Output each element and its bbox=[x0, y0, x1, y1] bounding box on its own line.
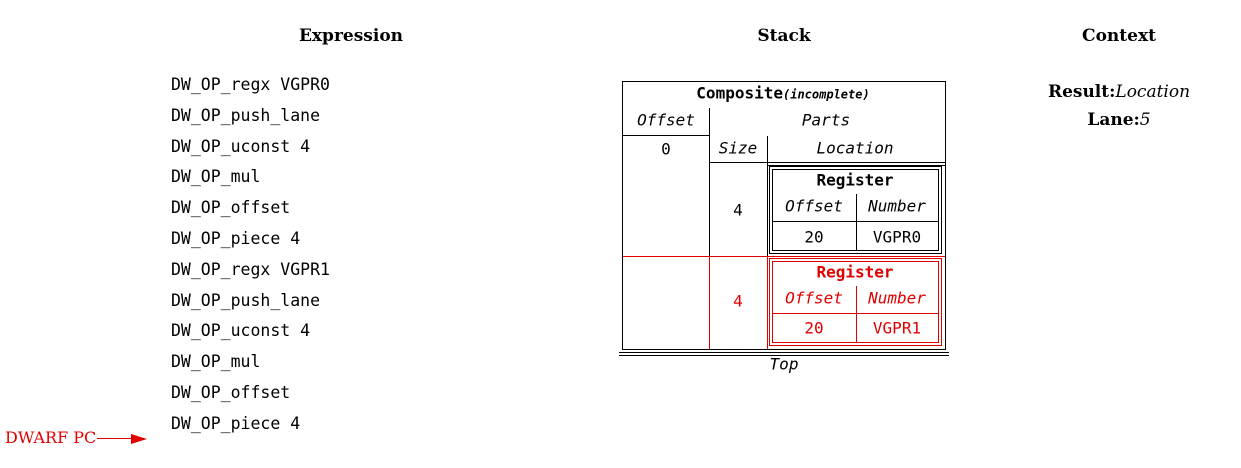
parts-header: Parts bbox=[801, 110, 851, 130]
expression-op: DW_OP_regx VGPR1 bbox=[171, 259, 330, 279]
dwarf-pc-pointer: DWARF PC bbox=[5, 428, 148, 447]
size-header: Size bbox=[718, 138, 758, 158]
register-divider bbox=[856, 194, 857, 251]
composite-title-text: Composite bbox=[696, 83, 783, 103]
register-offset-label: Offset bbox=[785, 196, 843, 216]
highlight-part-size: 4 bbox=[733, 291, 743, 311]
context-lane: Lane:5 bbox=[1000, 106, 1238, 134]
register-title: Register bbox=[816, 170, 894, 190]
highlight-size-divider bbox=[767, 256, 768, 349]
lane-value: 5 bbox=[1139, 110, 1151, 130]
expression-list: DW_OP_regx VGPR0 DW_OP_push_lane DW_OP_u… bbox=[171, 74, 330, 444]
lane-label: Lane: bbox=[1087, 110, 1140, 130]
expression-op: DW_OP_uconst 4 bbox=[171, 136, 311, 156]
result-label: Result: bbox=[1047, 82, 1116, 102]
expression-op: DW_OP_piece 4 bbox=[171, 228, 301, 248]
part-size: 4 bbox=[733, 200, 743, 220]
register-inner-box bbox=[772, 169, 939, 251]
highlight-register-inner-box bbox=[772, 261, 939, 343]
size-divider bbox=[767, 136, 768, 256]
offset-value: 0 bbox=[661, 139, 671, 159]
highlight-register-divider bbox=[856, 286, 857, 343]
stack-top-rule-2 bbox=[619, 355, 949, 356]
highlight-register-number-label: Number bbox=[868, 288, 926, 308]
composite-title: Composite(incomplete) bbox=[696, 84, 869, 103]
highlight-offset-divider bbox=[709, 256, 710, 349]
expression-heading: Expression bbox=[298, 26, 404, 46]
highlight-register-number-value: VGPR1 bbox=[872, 318, 922, 338]
result-value: Location bbox=[1115, 82, 1191, 102]
composite-box bbox=[622, 81, 946, 350]
expression-op: DW_OP_mul bbox=[171, 352, 261, 372]
highlight-register-offset-value: 20 bbox=[804, 318, 824, 338]
register-box bbox=[769, 166, 942, 254]
highlight-part-top-rule bbox=[623, 256, 945, 257]
context-heading: Context bbox=[1082, 26, 1156, 46]
stack-heading: Stack bbox=[757, 26, 811, 46]
highlight-register-title: Register bbox=[816, 262, 894, 282]
context-panel: Result:Location Lane:5 bbox=[1000, 78, 1238, 134]
location-header: Location bbox=[816, 138, 894, 158]
pc-arrow-line bbox=[97, 437, 132, 440]
register-number-label: Number bbox=[868, 196, 926, 216]
dwarf-pc-label: DWARF PC bbox=[5, 428, 97, 447]
offset-divider bbox=[709, 108, 710, 349]
composite-title-note: (incomplete) bbox=[783, 87, 870, 102]
expression-op: DW_OP_offset bbox=[171, 382, 291, 402]
offset-header-rule bbox=[623, 135, 709, 136]
stack-top-label: Top bbox=[769, 354, 799, 374]
pc-arrow-head-icon bbox=[131, 433, 148, 444]
expression-op: DW_OP_mul bbox=[171, 167, 261, 187]
expression-op: DW_OP_piece 4 bbox=[171, 413, 301, 433]
register-number-value: VGPR0 bbox=[872, 227, 922, 247]
expression-op: DW_OP_offset bbox=[171, 198, 291, 218]
context-result: Result:Location bbox=[1000, 78, 1238, 106]
expression-op: DW_OP_uconst 4 bbox=[171, 321, 311, 341]
expression-op: DW_OP_push_lane bbox=[171, 290, 321, 310]
expression-op: DW_OP_regx VGPR0 bbox=[171, 75, 330, 94]
offset-header: Offset bbox=[637, 110, 695, 130]
register-offset-value: 20 bbox=[804, 227, 824, 247]
size-header-rule-1 bbox=[710, 162, 945, 163]
stack-top-rule-1 bbox=[619, 352, 949, 353]
highlight-register-offset-label: Offset bbox=[785, 288, 843, 308]
expression-op: DW_OP_push_lane bbox=[171, 105, 321, 125]
highlight-register-box bbox=[769, 258, 942, 346]
register-rule bbox=[773, 221, 939, 222]
size-header-rule-2 bbox=[767, 165, 945, 166]
highlight-register-rule bbox=[773, 313, 939, 314]
